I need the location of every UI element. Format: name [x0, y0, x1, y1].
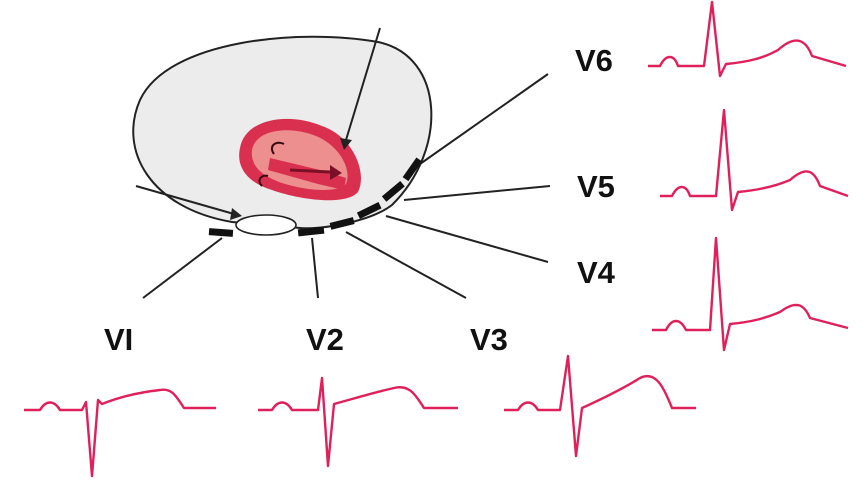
leader-v3: [346, 232, 466, 298]
electrode-v1: [209, 228, 233, 237]
leader-v5: [404, 186, 550, 200]
lead-label-v1: VI: [104, 322, 133, 357]
leader-v6: [420, 74, 548, 164]
lead-label-v5: V5: [577, 169, 615, 204]
lead-label-v6: V6: [575, 43, 613, 78]
lead-label-v3: V3: [470, 322, 508, 357]
esophagus-ellipse: [236, 215, 296, 235]
lead-label-v4: V4: [577, 255, 616, 290]
leader-v2: [312, 238, 318, 298]
ecg-trace-v4: [652, 238, 848, 350]
ecg-trace-v2: [258, 378, 458, 466]
depolarization-arrow: [290, 170, 330, 172]
lead-label-v2: V2: [306, 322, 344, 357]
ecg-tracings: [24, 2, 848, 476]
ecg-trace-v5: [660, 110, 848, 210]
ecg-trace-v6: [648, 2, 846, 76]
ecg-trace-v3: [504, 356, 696, 456]
leader-v1: [143, 238, 222, 298]
ecg-trace-v1: [24, 390, 216, 476]
leader-v4: [386, 216, 548, 262]
